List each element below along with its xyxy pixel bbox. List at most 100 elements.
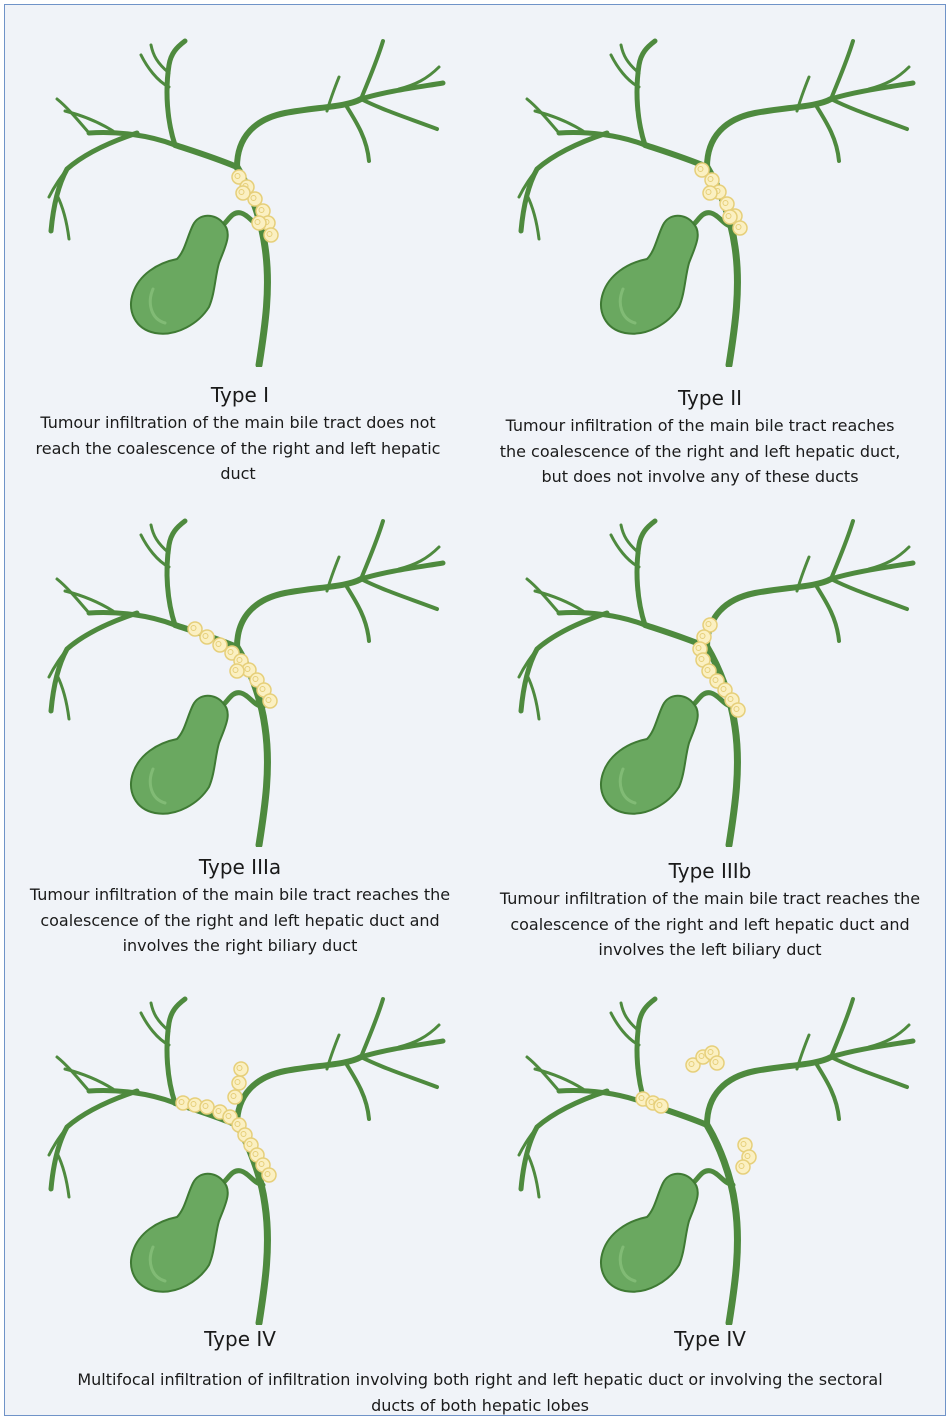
- gallbladder-body: [131, 696, 228, 814]
- tumour-cell: [703, 186, 717, 200]
- duct-branch: [707, 1057, 831, 1125]
- gallbladder: [131, 1174, 228, 1292]
- duct-branch: [831, 521, 853, 579]
- duct-branch: [167, 521, 185, 625]
- common-bile-duct: [707, 1125, 737, 1323]
- panel-type-iv-b: Type IV: [475, 963, 945, 1363]
- duct-branch: [361, 99, 437, 129]
- gallbladder-body: [601, 216, 698, 334]
- panel-type-iv-a: Type IV: [5, 963, 475, 1363]
- gallbladder: [601, 696, 698, 814]
- duct-branch: [57, 675, 69, 719]
- duct-branch: [637, 999, 655, 1103]
- gallbladder: [131, 696, 228, 814]
- tumour-cell: [230, 664, 244, 678]
- tumour-cell: [252, 216, 266, 230]
- duct-branch: [707, 99, 831, 167]
- duct-branch: [347, 1065, 369, 1119]
- duct-branch: [175, 145, 237, 167]
- tumour-cell: [200, 630, 214, 644]
- duct-branch: [361, 579, 437, 609]
- duct-branch: [621, 525, 639, 553]
- duct-branch: [347, 587, 369, 641]
- tumour-cell: [264, 228, 278, 242]
- panel-type-ii: Type II Tumour infiltration of the main …: [475, 5, 945, 510]
- tumour-cell: [228, 1090, 242, 1104]
- duct-branch: [237, 99, 361, 167]
- gallbladder-body: [131, 1174, 228, 1292]
- duct-branch: [361, 1057, 437, 1087]
- tumour-cluster: [636, 1046, 756, 1174]
- figure-frame: Type I Tumour infiltration of the main b…: [4, 4, 946, 1416]
- duct-branch: [707, 579, 831, 647]
- biliary-illustration: [497, 985, 917, 1325]
- tumour-cell: [710, 1056, 724, 1070]
- biliary-tree-svg: [27, 507, 447, 847]
- biliary-illustration: [27, 507, 447, 847]
- duct-branch: [831, 1057, 907, 1087]
- duct-branch: [361, 41, 383, 99]
- tumour-cell: [723, 210, 737, 224]
- tumour-cell: [262, 1168, 276, 1182]
- duct-branch: [637, 521, 655, 625]
- duct-branch: [817, 1065, 839, 1119]
- gallbladder-body: [601, 1174, 698, 1292]
- duct-branch: [167, 999, 185, 1103]
- duct-branch: [527, 1153, 539, 1197]
- tumour-cell: [236, 186, 250, 200]
- duct-branch: [151, 525, 169, 553]
- tumour-cell: [200, 1100, 214, 1114]
- biliary-tree-svg: [497, 507, 917, 847]
- gallbladder: [601, 216, 698, 334]
- duct-branch: [237, 1057, 361, 1125]
- duct-branch: [151, 1003, 169, 1031]
- panel-type-i: Type I Tumour infiltration of the main b…: [5, 5, 475, 485]
- duct-branch: [831, 579, 907, 609]
- panel-description: Tumour infiltration of the main bile tra…: [485, 886, 935, 963]
- bile-duct-tree: [519, 41, 913, 365]
- gallbladder-body: [601, 696, 698, 814]
- duct-branch: [831, 99, 907, 129]
- footer-description: Multifocal infiltration of infiltration …: [65, 1367, 895, 1418]
- duct-branch: [57, 1153, 69, 1197]
- duct-branch: [621, 1003, 639, 1031]
- panel-title: Type IV: [5, 1327, 475, 1351]
- panel-title: Type I: [5, 383, 475, 407]
- duct-branch: [361, 563, 443, 579]
- duct-branch: [831, 999, 853, 1057]
- panel-title: Type IV: [475, 1327, 945, 1351]
- biliary-tree-svg: [27, 27, 447, 367]
- biliary-illustration: [27, 985, 447, 1325]
- duct-branch: [831, 83, 913, 99]
- gallbladder: [601, 1174, 698, 1292]
- panel-description: Tumour infiltration of the main bile tra…: [495, 413, 905, 490]
- biliary-illustration: [27, 27, 447, 367]
- panel-type-iiia: Type IIIa Tumour infiltration of the mai…: [5, 485, 475, 960]
- panel-title: Type II: [475, 386, 945, 410]
- duct-branch: [817, 107, 839, 161]
- duct-branch: [621, 45, 639, 73]
- duct-branch: [237, 579, 361, 647]
- gallbladder: [131, 216, 228, 334]
- duct-branch: [831, 41, 853, 99]
- duct-branch: [361, 83, 443, 99]
- duct-branch: [817, 587, 839, 641]
- tumour-cell: [733, 221, 747, 235]
- duct-branch: [637, 41, 655, 145]
- duct-branch: [527, 195, 539, 239]
- duct-branch: [347, 107, 369, 161]
- panel-type-iiib: Type IIIb Tumour infiltration of the mai…: [475, 485, 945, 960]
- duct-branch: [831, 1041, 913, 1057]
- duct-branch: [361, 1041, 443, 1057]
- tumour-cluster: [232, 170, 278, 242]
- tumour-cluster: [695, 163, 747, 235]
- gallbladder-body: [131, 216, 228, 334]
- tumour-cell: [731, 703, 745, 717]
- biliary-illustration: [497, 507, 917, 847]
- tumour-cell: [232, 1076, 246, 1090]
- duct-branch: [527, 675, 539, 719]
- biliary-tree-svg: [497, 985, 917, 1325]
- bile-duct-tree: [49, 41, 443, 365]
- panel-title: Type IIIb: [475, 859, 945, 883]
- biliary-illustration: [497, 27, 917, 367]
